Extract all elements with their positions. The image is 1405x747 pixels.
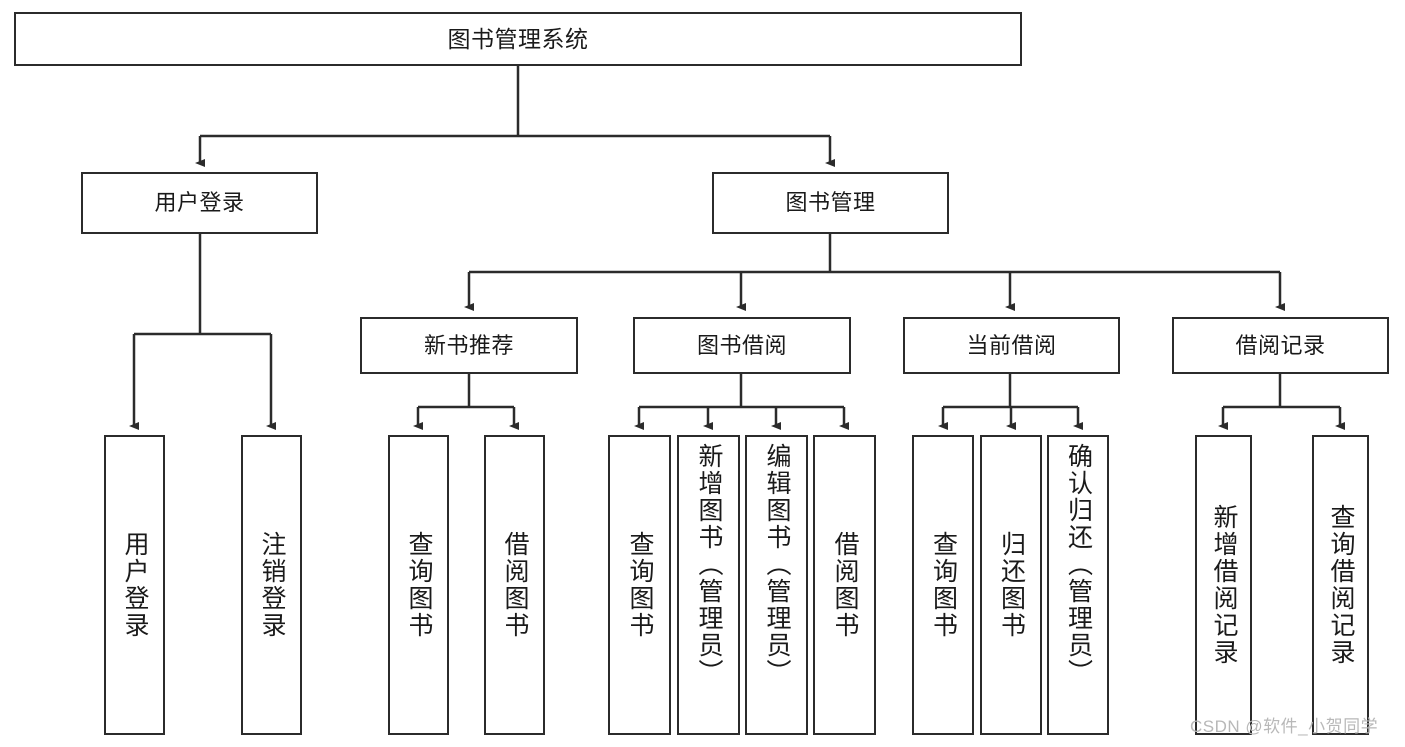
csdn-watermark: CSDN @软件_小贺同学: [1190, 717, 1379, 736]
node-label: 新增图书（管理员）: [695, 443, 723, 686]
node-label: 图书管理系统: [447, 25, 589, 52]
node-leaf-query-record[interactable]: 查询借阅记录: [1312, 435, 1369, 735]
node-label: 注销登录: [258, 531, 286, 639]
node-leaf-user-login[interactable]: 用户登录: [104, 435, 165, 735]
node-leaf-query-book-2[interactable]: 查询图书: [608, 435, 671, 735]
node-label: 图书借阅: [696, 332, 787, 358]
node-book-management[interactable]: 图书管理: [712, 172, 949, 234]
node-leaf-logout[interactable]: 注销登录: [241, 435, 302, 735]
node-book-borrow[interactable]: 图书借阅: [633, 317, 851, 374]
node-label: 当前借阅: [966, 332, 1057, 358]
node-label: 用户登录: [121, 531, 149, 639]
node-label: 图书管理: [785, 190, 876, 216]
node-leaf-borrow-book-2[interactable]: 借阅图书: [813, 435, 876, 735]
node-label: 归还图书: [997, 531, 1026, 639]
node-label: 用户登录: [154, 190, 245, 216]
node-leaf-add-record[interactable]: 新增借阅记录: [1195, 435, 1252, 735]
node-new-book-recommend[interactable]: 新书推荐: [360, 317, 578, 374]
node-label: 新增借阅记录: [1210, 504, 1238, 666]
node-root-book-management-system[interactable]: 图书管理系统: [14, 12, 1022, 66]
node-leaf-borrow-book-1[interactable]: 借阅图书: [484, 435, 545, 735]
node-label: 查询借阅记录: [1327, 504, 1355, 666]
node-label: 查询图书: [405, 531, 433, 639]
node-leaf-query-book-1[interactable]: 查询图书: [388, 435, 449, 735]
node-label: 查询图书: [626, 531, 654, 639]
node-user-login[interactable]: 用户登录: [81, 172, 318, 234]
node-label: 借阅图书: [831, 531, 859, 639]
node-label: 新书推荐: [423, 332, 514, 358]
node-leaf-edit-book[interactable]: 编辑图书（管理员）: [745, 435, 808, 735]
node-label: 借阅图书: [501, 531, 529, 639]
node-label: 编辑图书（管理员）: [763, 443, 791, 686]
node-leaf-query-book-3[interactable]: 查询图书: [912, 435, 974, 735]
node-leaf-confirm-return[interactable]: 确认归还（管理员）: [1047, 435, 1109, 735]
node-label: 查询图书: [929, 531, 958, 639]
node-leaf-return-book[interactable]: 归还图书: [980, 435, 1042, 735]
node-label: 借阅记录: [1235, 332, 1326, 358]
node-current-borrow[interactable]: 当前借阅: [903, 317, 1120, 374]
node-borrow-record[interactable]: 借阅记录: [1172, 317, 1389, 374]
node-leaf-add-book[interactable]: 新增图书（管理员）: [677, 435, 740, 735]
node-label: 确认归还（管理员）: [1064, 443, 1093, 686]
